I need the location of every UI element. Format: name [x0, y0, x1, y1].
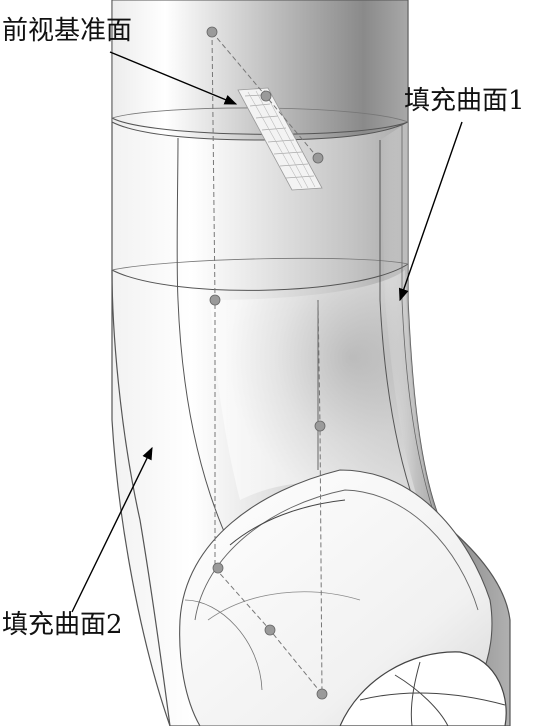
- control-point: [206, 26, 218, 38]
- ring-edge-lower-back: [111, 257, 409, 271]
- fill-surface-1-edge-right: [401, 124, 437, 521]
- front-plane-leader: [109, 51, 238, 105]
- right-rim-shade: [380, 122, 440, 520]
- fill-surface-2-label: 填充曲面2: [2, 610, 123, 640]
- fill-surface-2-edge-left: [176, 137, 231, 546]
- control-point: [264, 624, 276, 636]
- front-plane-label: 前视基准面: [2, 16, 133, 46]
- control-point: [209, 294, 221, 306]
- inner-opening: [339, 651, 507, 726]
- fill-surface-1-leader: [398, 121, 463, 302]
- control-point: [212, 562, 224, 574]
- control-point: [314, 420, 326, 432]
- ring-edge-upper: [111, 117, 409, 135]
- bend-shading: [210, 270, 438, 520]
- fill-surface-2-edge-right: [111, 269, 171, 726]
- fill-surface-1-edge-left: [379, 140, 416, 506]
- fill-surface-2-leader: [71, 446, 153, 613]
- control-point: [316, 688, 328, 700]
- control-points: [206, 26, 328, 700]
- control-point: [260, 90, 272, 102]
- upper-cylinder: [111, 0, 409, 141]
- fill-surface-1-label: 填充曲面1: [404, 86, 525, 116]
- front-plane: [237, 87, 323, 191]
- control-point: [312, 152, 324, 164]
- ring-edge-lower: [111, 263, 409, 291]
